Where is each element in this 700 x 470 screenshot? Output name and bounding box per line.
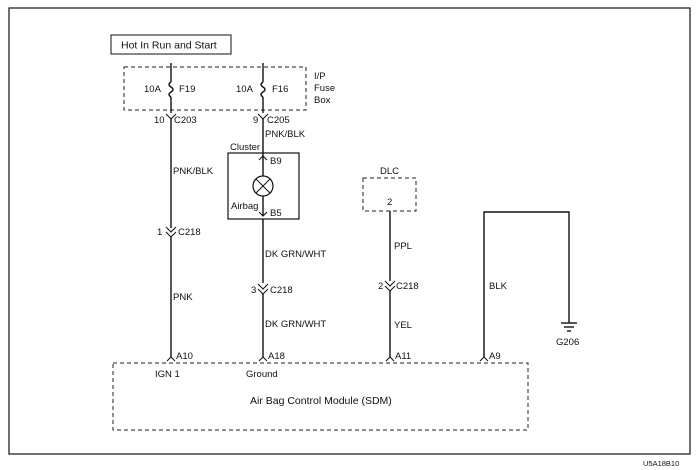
wire-label-ground: BLK <box>489 281 508 292</box>
ground-icon <box>561 322 577 332</box>
cluster-b5-arrow <box>258 211 268 217</box>
wire-label-cluster-lower2: DK GRN/WHT <box>265 319 326 330</box>
sdm-name: Air Bag Control Module (SDM) <box>250 395 392 407</box>
wire-label-dlc-lower: YEL <box>394 320 412 331</box>
diagram-frame <box>8 7 691 455</box>
fuse-box-label-1: I/P <box>314 71 326 82</box>
sdm-pin-a9-arrow <box>479 356 489 362</box>
sdm-box <box>112 362 529 431</box>
sdm-pin-label-ground: Ground <box>246 369 278 380</box>
figure-id: U5A18B10 <box>643 459 679 468</box>
sdm-pin-a10-arrow <box>166 356 176 362</box>
dlc-pin: 2 <box>387 197 392 208</box>
cluster-pin-b9: B9 <box>270 156 282 167</box>
wire-label-f16-upper: PNK/BLK <box>265 129 306 140</box>
power-label: Hot In Run and Start <box>121 40 217 52</box>
airbag-lamp-label: Airbag <box>231 201 258 212</box>
connector-c203-pin: 10 <box>154 115 165 126</box>
cluster-pin-b5: B5 <box>270 208 282 219</box>
connector-c218-a-symbol <box>165 226 177 238</box>
connector-c218-b-name: C218 <box>270 285 293 296</box>
sdm-pin-label-ign1: IGN 1 <box>155 369 180 380</box>
wire-label-f19-lower: PNK <box>173 292 193 303</box>
sdm-pin-a10: A10 <box>176 351 193 362</box>
connector-c218-c-name: C218 <box>396 281 419 292</box>
cluster-b9-arrow <box>258 155 268 161</box>
cluster-label: Cluster <box>230 142 260 153</box>
sdm-pin-a11: A11 <box>395 351 411 362</box>
dlc-label: DLC <box>380 166 399 177</box>
wire-label-dlc-upper: PPL <box>394 241 412 252</box>
fuse-box-outline <box>123 66 307 111</box>
fuse-f16-name: F16 <box>272 84 288 95</box>
airbag-lamp-icon <box>252 175 274 197</box>
sdm-pin-a9: A9 <box>489 351 501 362</box>
fuse-f19-symbol <box>168 81 174 98</box>
fuse-f16-symbol <box>260 81 266 98</box>
connector-c218-c-pin: 2 <box>378 281 383 292</box>
fuse-box-label-2: Fuse <box>314 83 335 94</box>
connector-c203-name: C203 <box>174 115 197 126</box>
connector-c205-name: C205 <box>267 115 290 126</box>
fuse-f19-name: F19 <box>179 84 195 95</box>
connector-c205-pin: 9 <box>253 115 258 126</box>
ground-wire <box>483 211 570 357</box>
power-label-box <box>110 34 232 55</box>
connector-c218-a-pin: 1 <box>157 227 162 238</box>
connector-c218-a-name: C218 <box>178 227 201 238</box>
wire-label-cluster-lower: DK GRN/WHT <box>265 249 326 260</box>
fuse-box-label-3: Box <box>314 95 331 106</box>
fuse-f16-rating: 10A <box>236 84 254 95</box>
sdm-pin-a11-arrow <box>385 356 395 362</box>
ground-point-label: G206 <box>556 337 579 348</box>
sdm-pin-a18-arrow <box>258 356 268 362</box>
fuse-f19-rating: 10A <box>144 84 162 95</box>
connector-c218-c-symbol <box>384 280 396 292</box>
wire-label-f19-upper: PNK/BLK <box>173 166 214 177</box>
connector-c218-b-symbol <box>257 283 269 295</box>
sdm-pin-a18: A18 <box>268 351 285 362</box>
connector-c218-b-pin: 3 <box>251 285 256 296</box>
